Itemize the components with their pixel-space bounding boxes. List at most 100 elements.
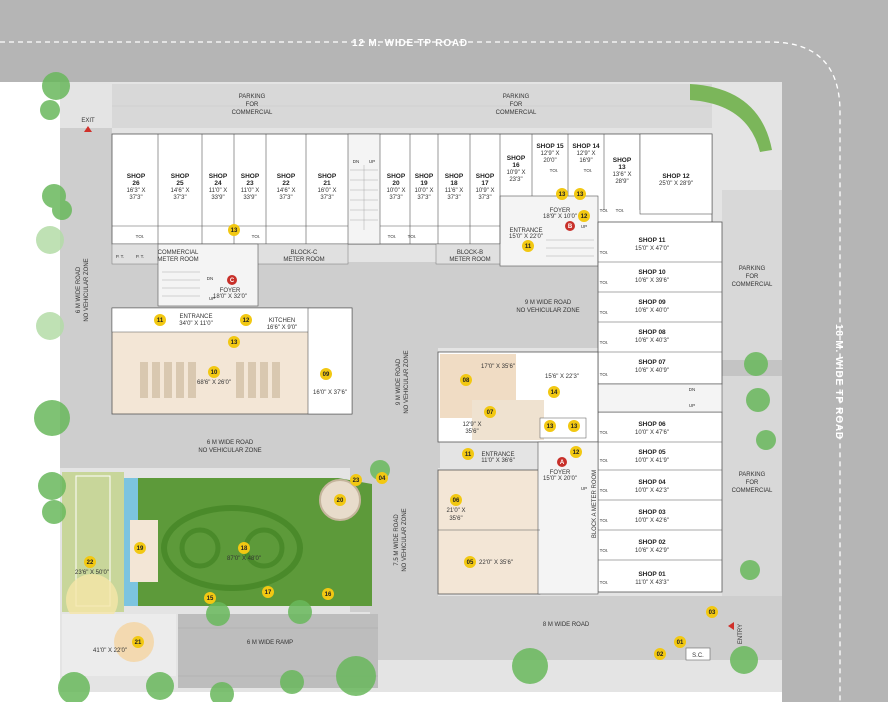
shop-number: 24 [214,180,222,187]
west-road-nv: NO VEHICULAR ZONE [84,258,90,321]
amenity-marker-number: 17 [265,590,272,596]
foyer-dim: 18'9" X 10'0" [543,214,577,220]
foyer-label: FOYER [550,470,571,476]
amenity-marker-number: 10 [211,370,218,376]
room-dim: 17'0" X 35'6" [481,364,515,370]
toilet-label: TOI. [550,168,559,173]
amenity-marker-icon [262,586,274,598]
shop-dim: 15'0" X 47'0" [635,246,669,252]
pt-label: P. T. [116,254,124,259]
toilet-label: TOI. [616,208,625,213]
right-road [782,0,888,702]
amenity-marker-icon [208,366,220,378]
shop-dim: 10'6" X 39'6" [635,278,669,284]
amenity-marker-number: 13 [571,424,578,430]
amenity-marker-icon [334,494,346,506]
room-dim: 23'6" X 50'0" [75,570,109,576]
amenity-marker-number: 13 [577,192,584,198]
amenity-marker-number: 01 [677,640,684,646]
shop-dim: 37'3" [389,195,402,201]
amenity-marker-number: 06 [453,498,460,504]
parking-label: FOR [246,102,259,108]
amenity-marker-number: 13 [231,340,238,346]
shop-dim: 37'3" [417,195,430,201]
shop-number: 22 [282,180,290,187]
trees [34,72,776,702]
amenity-marker-number: 02 [657,652,664,658]
toilet-label: TOI. [600,280,609,285]
parking-label: COMMERCIAL [732,488,773,494]
block-marker-letter: C [230,278,235,284]
amenity-marker-number: 23 [353,478,360,484]
stair-dn: DN [207,276,214,281]
corner-landscape [690,84,772,152]
shop-name: SHOP 11 [639,237,666,244]
block-marker-icon [227,275,237,285]
amenity-marker-number: 12 [581,214,588,220]
meter-room-label: BLOCK-C [291,250,318,256]
amenity-marker-icon [548,386,560,398]
shop-number: 21 [323,180,331,187]
toilet-label: TOI. [600,458,609,463]
entrance-label: ENTRANCE [509,228,542,234]
amenity-marker-icon [462,448,474,460]
kitchen-label: KITCHEN [269,318,295,324]
room-dim: 68'6" X 26'0" [197,380,231,386]
shop-dim: 10'0" X [387,188,406,194]
amenity-marker-icon [134,542,146,554]
toilet-label: TOI. [600,488,609,493]
stair-dn: DN [689,387,696,392]
foyer-label: FOYER [550,208,571,214]
top-road [0,0,888,82]
parking-label: PARKING [739,266,766,272]
central-road-label: 9 M WIDE ROAD [525,300,572,306]
shop-name: SHOP 01 [638,571,666,578]
shop-name: SHOP [127,173,146,180]
amenity-marker-number: 04 [379,476,386,482]
room-dim: 41'0" X 22'0" [93,648,127,654]
toilet-label: TOI. [408,234,417,239]
meter-room-label: BLOCK A METER ROOM [592,470,598,538]
room-dim: 35'6" [465,429,478,435]
vert-road-2-label: 7.5 M WIDE ROAD [394,514,400,566]
vert-road-1-label: 9 M WIDE ROAD [396,358,402,405]
toilet-label: TOI. [600,310,609,315]
meter-room-label: METER ROOM [157,257,198,263]
amenity-marker-number: 14 [551,390,558,396]
mid-road-label: 6 M WIDE ROAD [207,440,254,446]
shop-name: SHOP 15 [536,143,564,150]
amenity-marker-icon [322,588,334,600]
shop-name: SHOP [613,157,632,164]
shop-dim: 10'6" X 40'0" [635,308,669,314]
shop-name: SHOP 07 [638,359,666,366]
bottom-road-label: 8 M WIDE ROAD [543,622,590,628]
shop-dim: 10'6" X 40'3" [635,338,669,344]
shop-dim: 23'3" [509,177,522,183]
stair-up: UP [209,296,215,301]
amenity-marker-number: 13 [547,424,554,430]
shop-number: 20 [392,180,400,187]
bottom-road [370,596,782,660]
stair-dn: DN [353,159,360,164]
amenity-marker-icon [544,420,556,432]
toilet-label: TOI. [600,518,609,523]
foyer-dim: 18'0" X 32'0" [213,294,247,300]
sc-label: S.C. [692,653,704,659]
entrance-dim: 34'0" X 11'0" [179,321,212,327]
amenity-marker-icon [238,542,250,554]
amenity-marker-icon [464,556,476,568]
room-dim: 87'0" X 48'0" [227,556,261,562]
room-dim: 35'6" [449,516,462,522]
shop-dim: 37'3" [279,195,292,201]
amenity-marker-icon [84,556,96,568]
shop-name: SHOP 10 [638,269,666,276]
toilet-label: TOI. [252,234,261,239]
shop-name: SHOP 02 [638,539,666,546]
shop-name: SHOP [507,155,526,162]
amenity-marker-icon [484,406,496,418]
shop-dim: 25'0" X 28'9" [659,181,693,187]
shop-dim: 16'3" X [127,188,146,194]
amenity-marker-number: 12 [573,450,580,456]
